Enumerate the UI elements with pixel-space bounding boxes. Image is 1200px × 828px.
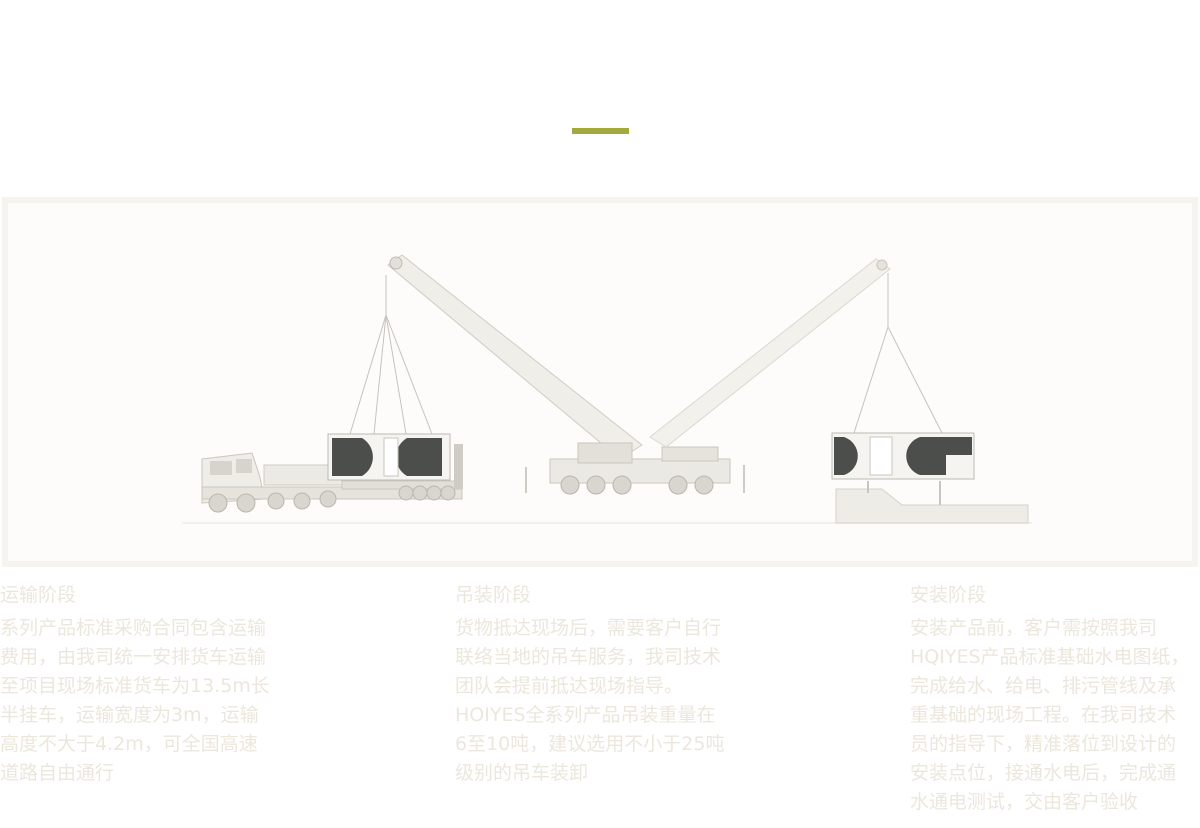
transport-hoist-illustration: [2, 197, 1198, 567]
stage-description-line: 员的指导下，精准落位到设计的: [910, 733, 1177, 755]
section-accent-bar: [572, 128, 629, 134]
stage-description: 系列产品标准采购合同包含运输 费用，由我司统一安排货车运输 至项目现场标准货车为…: [0, 614, 300, 788]
stage-description-line: 货物抵达现场后，需要客户自行: [455, 617, 722, 639]
stage-title: 安装阶段: [910, 584, 987, 606]
stage-description-line: 系列产品标准采购合同包含运输: [0, 617, 267, 639]
stage-description-line: 团队会提前抵达现场指导。: [455, 675, 684, 697]
stage-description-line: 安装产品前，客户需按照我司: [910, 617, 1158, 639]
crane-illustration-icon: [182, 254, 1032, 524]
stage-description-line: 重基础的现场工程。在我司技术: [910, 704, 1177, 726]
crane-boom-icon: [649, 258, 943, 448]
stage-description-line: 高度不大于4.2m，可全国高速: [0, 733, 258, 755]
stage-hoisting: 吊装阶段 货物抵达现场后，需要客户自行 联络当地的吊车服务，我司技术 团队会提前…: [455, 580, 755, 788]
stage-installation: 安装阶段 安装产品前，客户需按照我司 HQIYES产品标准基础水电图纸， 完成给…: [910, 580, 1200, 817]
truck-icon: [201, 275, 463, 513]
stage-description-line: HQIYES产品标准基础水电图纸，: [910, 646, 1190, 668]
stage-transport: 运输阶段 系列产品标准采购合同包含运输 费用，由我司统一安排货车运输 至项目现场…: [0, 580, 300, 788]
stage-description: 安装产品前，客户需按照我司 HQIYES产品标准基础水电图纸， 完成给水、给电、…: [910, 614, 1200, 817]
stage-description-line: 水通电测试，交由客户验收: [910, 791, 1139, 813]
stage-title: 运输阶段: [0, 584, 77, 606]
stage-description-line: 完成给水、给电、排污管线及承: [910, 675, 1177, 697]
stage-description-line: 半挂车，运输宽度为3m，运输: [0, 704, 259, 726]
mobile-crane-icon: [387, 254, 745, 495]
stage-description-line: 道路自由通行: [0, 762, 115, 784]
stage-title: 吊装阶段: [455, 584, 532, 606]
stage-description-line: 联络当地的吊车服务，我司技术: [455, 646, 722, 668]
stage-description-line: 费用，由我司统一安排货车运输: [0, 646, 267, 668]
stage-description-line: 至项目现场标准货车为13.5m长: [0, 675, 270, 697]
stage-description-line: 安装点位，接通水电后，完成通: [910, 762, 1177, 784]
module-installation-icon: [831, 432, 1029, 524]
stage-description-line: 级别的吊车装卸: [455, 762, 589, 784]
stage-description: 货物抵达现场后，需要客户自行 联络当地的吊车服务，我司技术 团队会提前抵达现场指…: [455, 614, 755, 788]
stage-description-line: HOIYES全系列产品吊装重量在: [455, 704, 716, 726]
stage-description-line: 6至10吨，建议选用不小于25吨: [455, 733, 725, 755]
